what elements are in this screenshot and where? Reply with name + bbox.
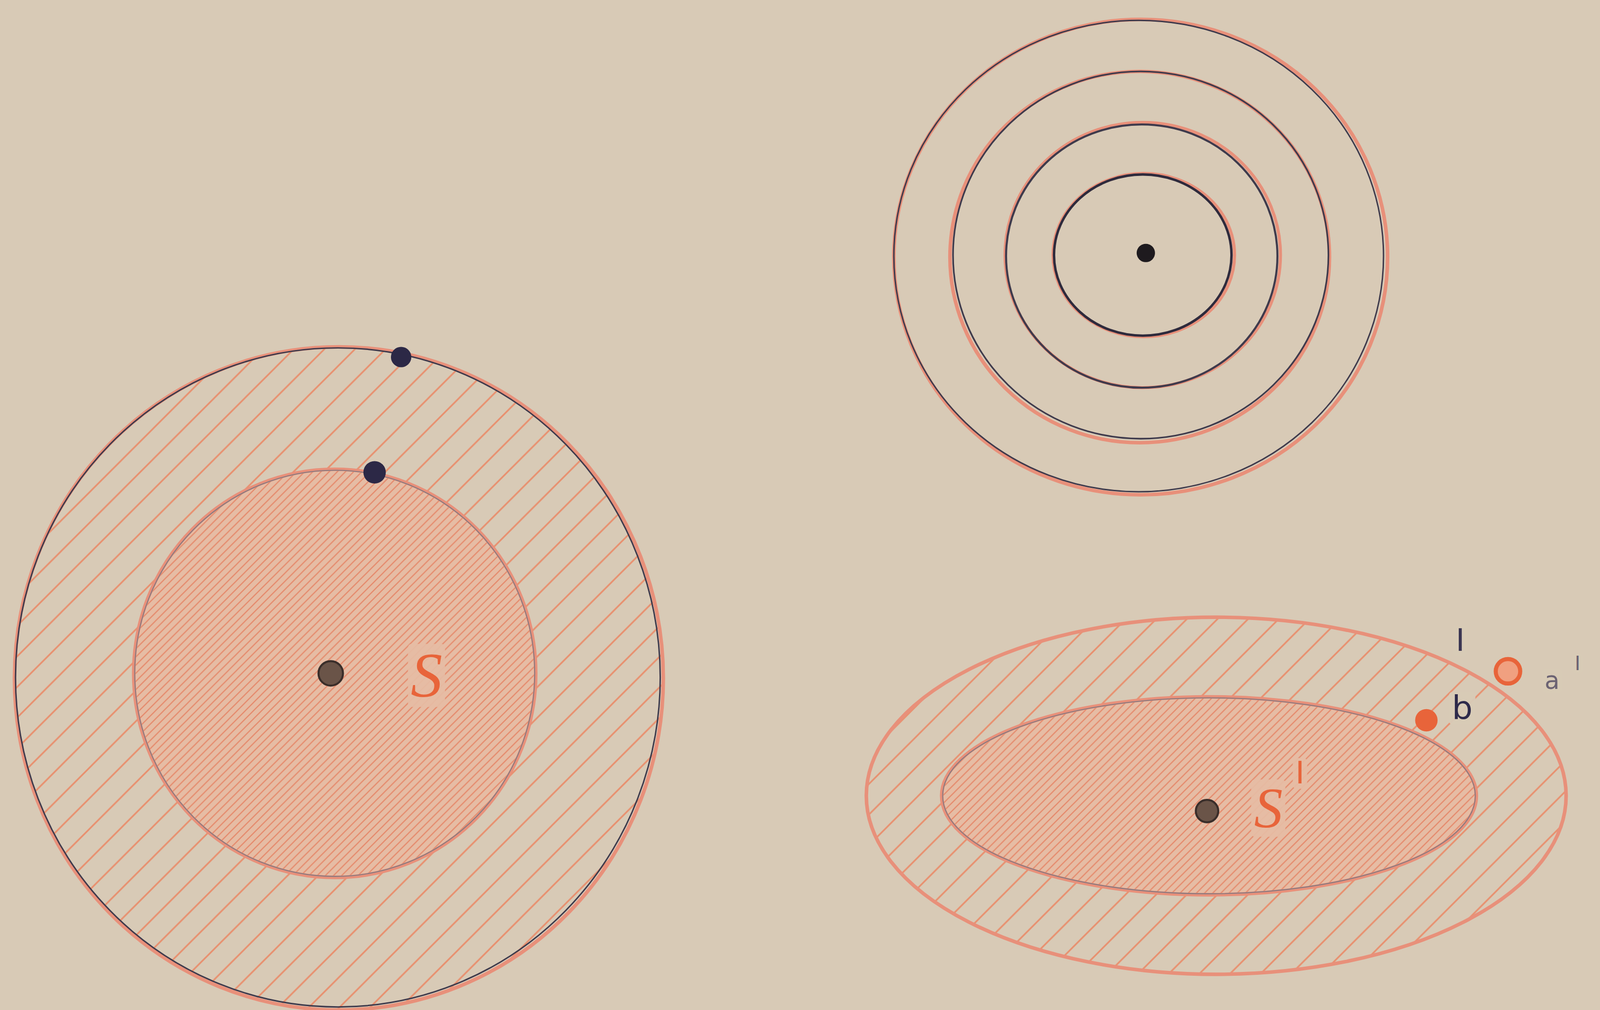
superscript-index: I [1571, 653, 1584, 673]
point-ring [1495, 658, 1521, 684]
point-dot [390, 346, 412, 367]
region-shape [130, 466, 539, 881]
point-label: b [1449, 691, 1476, 725]
concentric-rings [893, 19, 1388, 495]
point-dot [363, 461, 387, 485]
region-shape [938, 693, 1480, 898]
point-dot [1415, 709, 1439, 732]
center-dot [1196, 799, 1219, 823]
superscript-index: I [1292, 758, 1308, 790]
point-label: a [1541, 668, 1563, 693]
index-label: I [1452, 625, 1468, 657]
inner-ellipse: SI [938, 693, 1480, 898]
outer-circle [14, 346, 664, 1010]
outer-ellipse [866, 617, 1567, 975]
inner-circle: S [130, 466, 539, 881]
set-letter: S [407, 644, 446, 708]
center-dot [318, 660, 344, 686]
set-letter: S [1250, 779, 1286, 837]
